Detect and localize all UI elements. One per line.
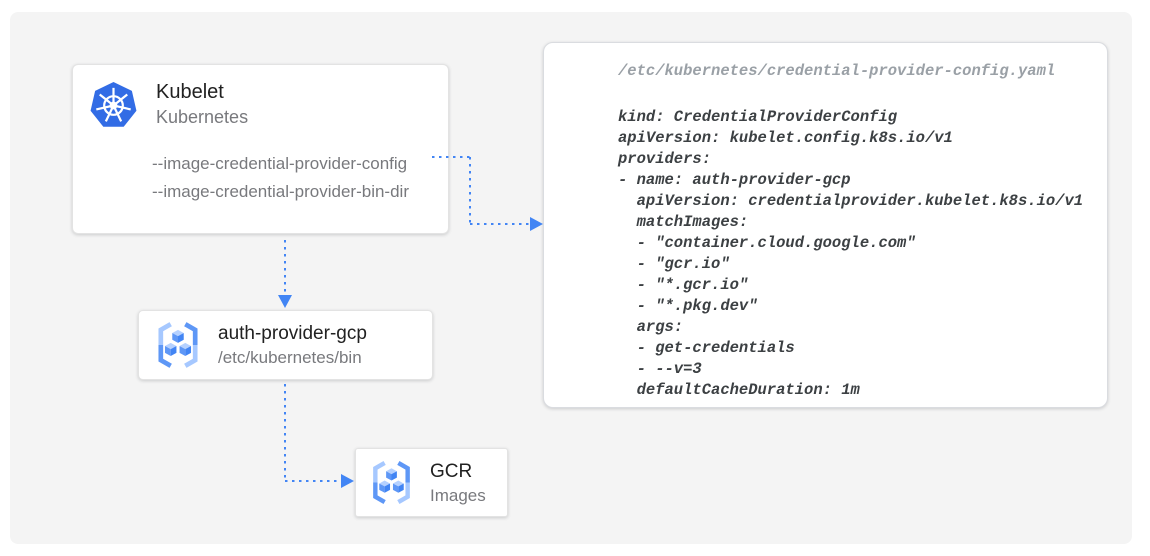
flag-image-credential-provider-config: --image-credential-provider-config [152,154,408,173]
arrowhead-auth-provider-to-gcr [341,474,354,488]
arrow-kubelet-to-auth-provider [284,240,286,296]
gcr-icon [368,459,415,506]
auth-provider-gcp-title: auth-provider-gcp [218,323,367,344]
yaml-code-line: - --v=3 [618,360,702,378]
yaml-code-line: - "container.cloud.google.com" [618,234,916,252]
yaml-code-line: - get-credentials [618,339,795,357]
yaml-code-line: providers: [618,150,712,168]
arrowhead-kubelet-to-auth-provider [278,295,292,308]
arrow-config-to-yaml-seg2 [469,157,471,225]
gcr-node: GCR Images [355,448,508,517]
kubelet-node: Kubelet Kubernetes --image-credential-pr… [72,64,449,234]
kubelet-subtitle: Kubernetes [156,107,249,127]
yaml-code-line: matchImages: [618,213,749,231]
config-file-path: /etc/kubernetes/credential-provider-conf… [618,62,1056,80]
arrowhead-config-to-yaml [530,217,543,231]
kubelet-node-header: Kubelet Kubernetes [89,79,432,130]
arrow-config-to-yaml-seg1 [432,156,471,158]
yaml-code: kind: CredentialProviderConfig apiVersion… [618,107,1089,401]
config-file-panel: /etc/kubernetes/credential-provider-conf… [543,42,1108,408]
yaml-code-line: apiVersion: credentialprovider.kubelet.k… [618,192,1084,210]
arrow-config-to-yaml-seg3 [470,223,530,225]
yaml-code-line: kind: CredentialProviderConfig [618,108,898,126]
auth-provider-gcp-node: auth-provider-gcp /etc/kubernetes/bin [138,310,433,380]
gcr-title: GCR [430,460,473,482]
yaml-code-line: apiVersion: kubelet.config.k8s.io/v1 [618,129,953,147]
yaml-code-line: - "gcr.io" [618,255,730,273]
yaml-code-line: defaultCacheDuration: 1m [618,381,860,399]
gcr-icon [153,320,203,370]
auth-provider-gcp-path: /etc/kubernetes/bin [218,348,362,367]
arrow-auth-provider-to-gcr-seg2 [285,480,342,482]
yaml-code-line: - "*.pkg.dev" [618,297,758,315]
kubelet-title: Kubelet [156,81,224,103]
flag-image-credential-provider-bin-dir: --image-credential-provider-bin-dir [152,182,409,201]
kubernetes-icon [89,81,138,130]
gcr-subtitle: Images [430,485,486,505]
yaml-code-line: - "*.gcr.io" [618,276,749,294]
yaml-code-line: - name: auth-provider-gcp [618,171,851,189]
kubelet-flags: --image-credential-provider-config --ima… [152,150,432,206]
arrow-auth-provider-to-gcr-seg1 [284,384,286,480]
yaml-code-line: args: [618,318,684,336]
